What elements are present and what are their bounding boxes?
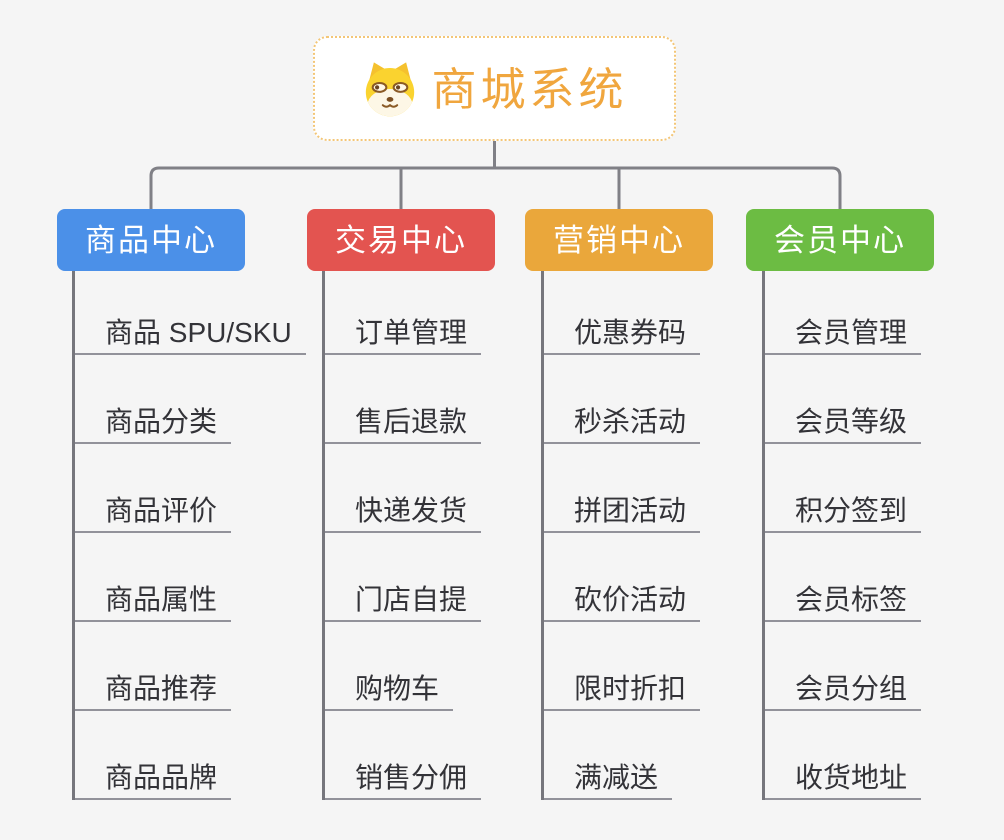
leaf-list-product-center: 商品 SPU/SKU 商品分类 商品评价 商品属性 商品推荐 商品品牌	[72, 271, 306, 800]
leaf-item[interactable]: 满减送	[544, 711, 673, 800]
leaf-label: 砍价活动	[574, 584, 687, 615]
leaf-item[interactable]: 积分签到	[765, 444, 922, 533]
leaf-label: 满减送	[574, 762, 659, 793]
leaf-item[interactable]: 商品评价	[75, 444, 232, 533]
leaf-label: 积分签到	[795, 495, 908, 526]
leaf-label: 拼团活动	[574, 495, 687, 526]
leaf-label: 会员管理	[795, 317, 908, 348]
leaf-label: 限时折扣	[574, 673, 687, 704]
leaf-item[interactable]: 销售分佣	[325, 711, 482, 800]
leaf-label: 门店自提	[355, 584, 468, 615]
leaf-item[interactable]: 会员分组	[765, 622, 922, 711]
leaf-label: 会员标签	[795, 584, 908, 615]
root-node[interactable]: 商城系统	[313, 36, 676, 141]
branch-node-member-center[interactable]: 会员中心	[746, 209, 934, 271]
leaf-label: 商品评价	[105, 495, 218, 526]
leaf-item[interactable]: 拼团活动	[544, 444, 701, 533]
leaf-label: 购物车	[355, 673, 440, 704]
leaf-item[interactable]: 会员管理	[765, 271, 922, 355]
leaf-label: 商品 SPU/SKU	[105, 317, 292, 348]
leaf-label: 优惠券码	[574, 317, 687, 348]
leaf-item[interactable]: 订单管理	[325, 271, 482, 355]
leaf-list-member-center: 会员管理 会员等级 积分签到 会员标签 会员分组 收货地址	[762, 271, 922, 800]
leaf-label: 秒杀活动	[574, 406, 687, 437]
leaf-item[interactable]: 收货地址	[765, 711, 922, 800]
branch-bus-line	[149, 166, 842, 209]
leaf-item[interactable]: 秒杀活动	[544, 355, 701, 444]
leaf-label: 收货地址	[795, 762, 908, 793]
leaf-item[interactable]: 商品品牌	[75, 711, 232, 800]
branch-node-product-center[interactable]: 商品中心	[57, 209, 245, 271]
branch-node-marketing-center[interactable]: 营销中心	[525, 209, 713, 271]
leaf-list-marketing-center: 优惠券码 秒杀活动 拼团活动 砍价活动 限时折扣 满减送	[541, 271, 701, 800]
dog-face-icon	[366, 61, 415, 116]
leaf-label: 商品推荐	[105, 673, 218, 704]
leaf-item[interactable]: 优惠券码	[544, 271, 701, 355]
leaf-label: 会员分组	[795, 673, 908, 704]
leaf-label: 商品品牌	[105, 762, 218, 793]
root-title: 商城系统	[431, 64, 628, 115]
leaf-item[interactable]: 商品分类	[75, 355, 232, 444]
leaf-list-trade-center: 订单管理 售后退款 快递发货 门店自提 购物车 销售分佣	[322, 271, 482, 800]
leaf-item[interactable]: 门店自提	[325, 533, 482, 622]
branch-label: 会员中心	[774, 222, 906, 258]
leaf-item[interactable]: 售后退款	[325, 355, 482, 444]
leaf-label: 订单管理	[355, 317, 468, 348]
leaf-item[interactable]: 商品属性	[75, 533, 232, 622]
branch-label: 交易中心	[335, 222, 467, 258]
leaf-item[interactable]: 砍价活动	[544, 533, 701, 622]
leaf-item[interactable]: 商品推荐	[75, 622, 232, 711]
branch-node-trade-center[interactable]: 交易中心	[307, 209, 495, 271]
leaf-item[interactable]: 购物车	[325, 622, 454, 711]
leaf-label: 销售分佣	[355, 762, 468, 793]
branch-label: 商品中心	[85, 222, 217, 258]
leaf-item[interactable]: 快递发货	[325, 444, 482, 533]
leaf-item[interactable]: 会员等级	[765, 355, 922, 444]
leaf-item[interactable]: 商品 SPU/SKU	[75, 271, 306, 355]
leaf-label: 售后退款	[355, 406, 468, 437]
leaf-label: 快递发货	[355, 495, 468, 526]
leaf-item[interactable]: 会员标签	[765, 533, 922, 622]
leaf-label: 商品属性	[105, 584, 218, 615]
leaf-item[interactable]: 限时折扣	[544, 622, 701, 711]
leaf-label: 会员等级	[795, 406, 908, 437]
leaf-label: 商品分类	[105, 406, 218, 437]
branch-label: 营销中心	[553, 222, 685, 258]
